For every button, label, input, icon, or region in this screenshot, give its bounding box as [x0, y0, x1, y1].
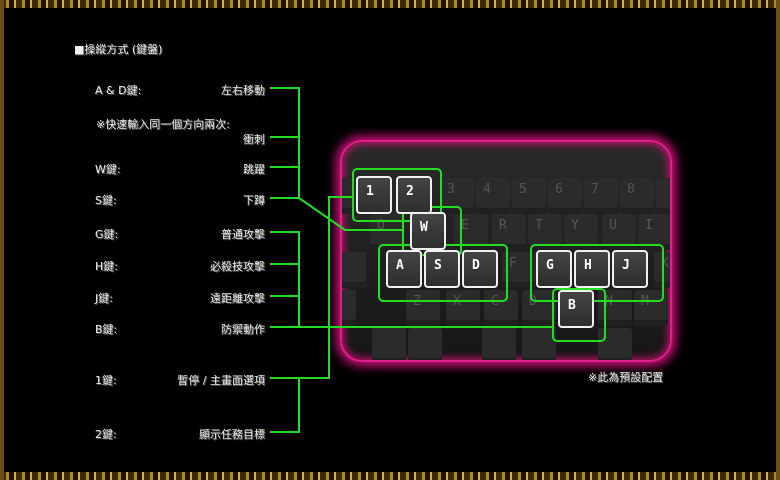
keyboard-key	[372, 328, 406, 360]
key-label: W鍵:	[95, 163, 121, 176]
action-label: 遠距離攻擊	[210, 292, 265, 305]
key-b: B	[558, 290, 594, 328]
key-s: S	[424, 250, 460, 288]
key-label: 1鍵:	[95, 374, 117, 387]
keyboard-key: 7	[584, 178, 618, 214]
key-d: D	[462, 250, 498, 288]
key-group-highlight	[352, 168, 442, 222]
key-label: ※快速輸入同一個方向兩次:	[96, 118, 230, 131]
keyboard-key: 6	[548, 178, 582, 214]
key-j: J	[612, 250, 648, 288]
default-config-note: ※此為預設配置	[588, 371, 664, 384]
key-label: 2鍵:	[95, 428, 117, 441]
left-border	[0, 0, 4, 480]
key-g: G	[536, 250, 572, 288]
keyboard-key	[408, 328, 442, 360]
action-label: 跳躍	[243, 163, 265, 176]
action-label: 衝刺	[243, 133, 265, 146]
key-label: S鍵:	[95, 194, 117, 207]
keyboard-key: Z	[406, 290, 440, 326]
keyboard-key	[342, 252, 366, 288]
action-label: 普通攻擊	[221, 228, 265, 241]
top-ornament-border	[0, 0, 780, 8]
key-label: H鍵:	[95, 260, 118, 273]
keyboard-key: C	[484, 290, 518, 326]
key-2: 2	[396, 176, 432, 214]
action-label: 顯示任務目標	[199, 428, 265, 441]
keyboard-key: 4	[476, 178, 510, 214]
key-group-highlight	[552, 288, 606, 342]
key-a: A	[386, 250, 422, 288]
action-label: 暫停 / 主畫面選項	[177, 374, 265, 387]
key-label: A & D鍵:	[95, 84, 142, 97]
action-label: 下蹲	[243, 194, 265, 207]
keyboard-key: 5	[512, 178, 546, 214]
key-h: H	[574, 250, 610, 288]
action-label: 左右移動	[221, 84, 265, 97]
keyboard-key	[482, 328, 516, 360]
key-group-highlight	[530, 244, 664, 302]
bottom-ornament-border	[0, 472, 780, 480]
action-label: 必殺技攻擊	[210, 260, 265, 273]
key-label: B鍵:	[95, 323, 118, 336]
key-1: 1	[356, 176, 392, 214]
keyboard-key: 8	[620, 178, 654, 214]
key-label: G鍵:	[95, 228, 119, 241]
keyboard-key	[522, 328, 556, 360]
key-w: W	[410, 212, 446, 250]
section-title: ■操縱方式 (鍵盤)	[74, 43, 163, 56]
right-border	[776, 0, 780, 480]
keyboard-key	[656, 178, 670, 214]
keyboard-key	[342, 290, 356, 326]
key-label: J鍵:	[95, 292, 113, 305]
keyboard-key	[598, 328, 632, 360]
action-label: 防禦動作	[221, 323, 265, 336]
